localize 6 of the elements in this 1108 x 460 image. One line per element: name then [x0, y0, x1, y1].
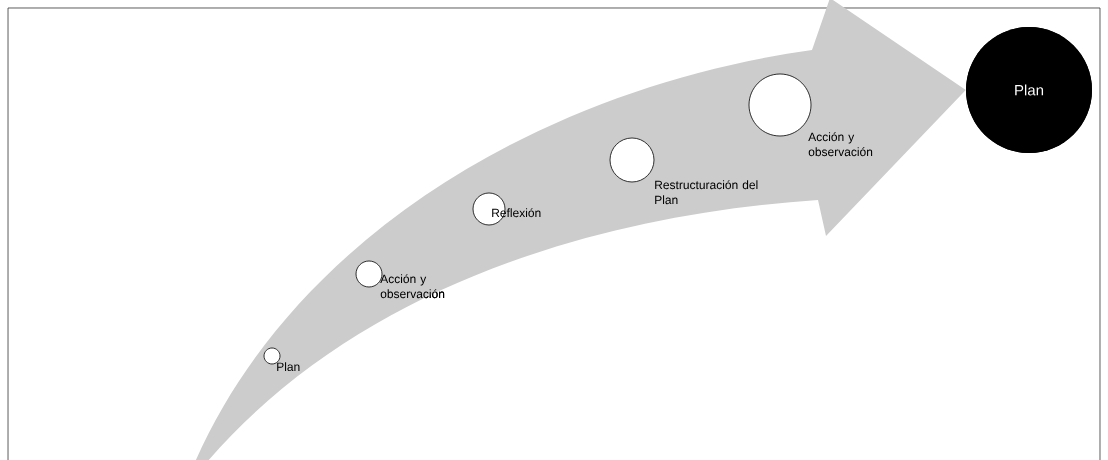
step-label: Plan	[277, 362, 300, 371]
curved-arrow	[195, 0, 966, 460]
step-label: Restructuración del Plan	[655, 180, 758, 205]
step-label: Acción y observación	[808, 132, 873, 157]
step-label: Acción y observación	[380, 274, 445, 299]
step-label: Reflexión	[492, 208, 541, 218]
